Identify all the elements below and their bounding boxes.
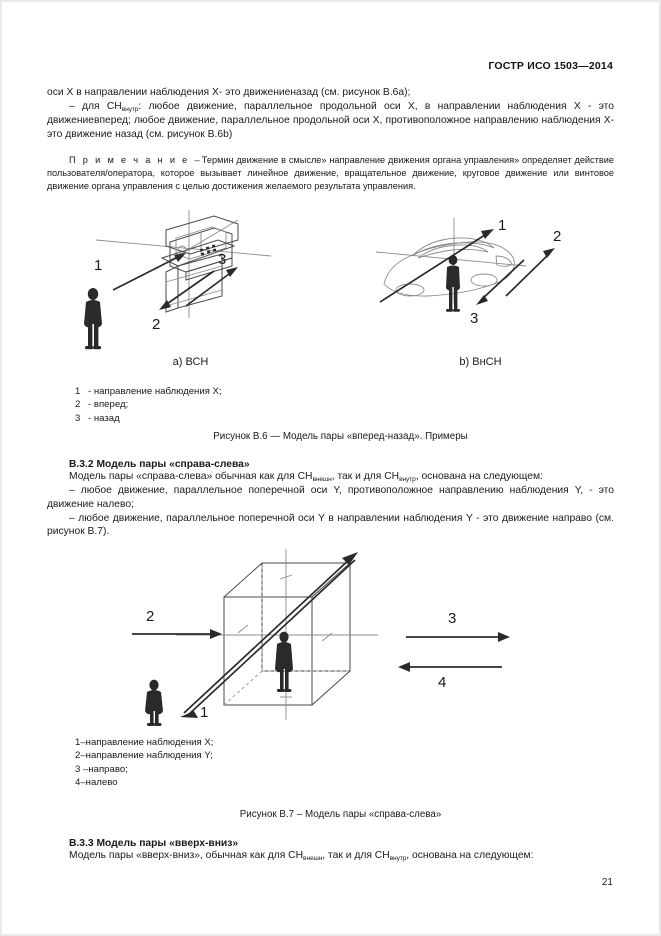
callout-arrow-2 [504,248,555,297]
axis-tick-marks [237,574,332,698]
paragraph-b32-bullet-2: – любое движение, параллельное поперечно… [47,512,614,539]
callout-label-2: 2 [553,228,561,245]
paragraph-b32-bullet-1: – любое движение, параллельное поперечно… [47,484,614,511]
legend-number: 2 [75,399,81,411]
person-silhouette-inside-cube [274,631,293,692]
callout-arrow-3 [475,259,525,306]
figure-b6b-car-illustration: 1 2 3 [366,208,596,358]
svg-cube-scene: 1 2 3 [131,548,510,726]
figure-b7-graphics: 1 2 3 [47,545,614,730]
atm-cabinet [160,215,238,313]
callout-label-1: 1 [94,257,102,274]
note-paragraph: П р и м е ч а н и е –Термин движение в с… [47,154,614,192]
callout-arrow-3 [184,267,238,307]
page-number: 21 [601,877,613,888]
figure-b6a-label: a) ВСН [172,356,209,369]
figure-b7-caption: Рисунок B.7 – Модель пары «справа-слева» [239,809,442,821]
legend-item: 3 –направо; [75,763,128,775]
heading-b33: B.3.3 Модель пары «вверх-вниз» [69,838,239,850]
callout-label-3: 3 [470,310,478,327]
callout-arrow-4 [397,661,502,672]
figure-b7-cube-illustration: 1 2 3 [116,545,546,730]
page-content: ГОСТР ИСО 1503—2014 оси X в направлении … [47,0,614,864]
legend-number: 1 [75,386,81,398]
page-border-bottom [0,934,661,936]
legend-item: 1 - направление наблюдения X; [75,385,614,398]
subscript-vneshn: внешн [303,855,323,863]
legend-item: 3 - назад [75,412,614,425]
callout-arrow-2 [131,628,222,639]
subscript-vneshn: внешн [312,475,332,483]
person-silhouette-observer [83,288,102,350]
legend-item: 4–налево [75,776,118,788]
axis-y-transverse [95,239,271,257]
cube-wireframe [223,562,350,706]
subscript-vnutr: внутр [399,475,416,483]
figure-b7-legend: 1–направление наблюдения X; 2–направлени… [47,736,614,790]
document-header-standard-number: ГОСТР ИСО 1503—2014 [488,60,613,72]
legend-item: 1–направление наблюдения X; [75,736,214,748]
paragraph-ch-internal: – для CHвнутр: любое движение, параллель… [47,100,614,142]
legend-number: 3 [75,412,81,424]
intro-mid: , так и для CH [331,470,400,482]
callout-label-3: 3 [448,610,456,627]
callout-arrow-1 [112,253,186,291]
note-body: Термин движение в смысле» направление дв… [47,155,614,191]
figure-b6b-label: b) ВнСН [459,356,502,369]
intro-post: , основана на следующем: [415,470,543,482]
paragraph-text-pre: – для CH [69,100,122,112]
subscript-vnutr: внутр [389,855,407,863]
callout-arrow-1 [179,551,358,718]
legend-text: - направление наблюдения X; [88,386,222,398]
callout-label-4: 4 [438,674,446,691]
callout-label-1: 1 [498,217,506,234]
paragraph-b32-intro: Модель пары «справа-слева» обычная как д… [47,470,614,485]
paragraph-axis-x-back: оси X в направлении наблюдения X- это дв… [47,86,614,100]
intro-post: , основана на следующем: [406,850,534,862]
legend-text: - вперед; [88,399,129,411]
person-silhouette-observer [144,679,163,726]
figure-b6-legend: 1- направление наблюдения X; 2- вперед; … [47,385,614,425]
paragraph-text: оси X в направлении наблюдения X- это дв… [47,87,411,98]
page-border-top [0,0,661,2]
callout-arrow-3 [405,631,510,642]
intro-pre: Модель пары «вверх-вниз», обычная как дл… [69,850,304,862]
paragraph-text-post: : любое движение, параллельное продольно… [47,100,614,140]
callout-arrow-2 [158,270,214,311]
legend-item: 2–направление наблюдения Y; [75,750,213,762]
figure-b6-sublabels: a) ВСН b) ВнСН [47,356,614,368]
paragraph-b33-intro: Модель пары «вверх-вниз», обычная как дл… [47,849,614,864]
note-label: П р и м е ч а н и е – [69,155,202,166]
subscript-vnutr: внутр [121,105,139,113]
intro-pre: Модель пары «справа-слева» обычная как д… [69,470,313,482]
legend-item: 2 - вперед; [75,398,614,411]
atm-keypad [199,244,216,256]
page-border-right [659,0,661,936]
callout-label-2: 2 [152,316,160,333]
page-border-left [0,0,2,936]
bullet-text: – любое движение, параллельное поперечно… [47,512,614,538]
heading-b32: B.3.2 Модель пары «справа-слева» [69,458,250,470]
intro-mid: , так и для CH [322,850,390,862]
figure-b6-graphics: 1 2 3 [47,208,614,358]
car-outline [383,237,515,297]
svg-car-scene: 1 2 3 [375,217,561,327]
person-silhouette-observer [445,255,460,312]
svg-atm-scene: 1 2 3 [83,210,271,350]
callout-label-3: 3 [218,251,226,268]
legend-text: - назад [88,412,120,424]
callout-arrow-1 [379,229,494,303]
figure-b6a-atm-illustration: 1 2 3 [66,208,316,358]
callout-label-2: 2 [146,608,154,625]
figure-b6-caption: Рисунок B.6 — Модель пары «вперед-назад»… [213,430,468,442]
callout-label-1: 1 [200,704,208,721]
bullet-text: – любое движение, параллельное поперечно… [47,485,614,510]
